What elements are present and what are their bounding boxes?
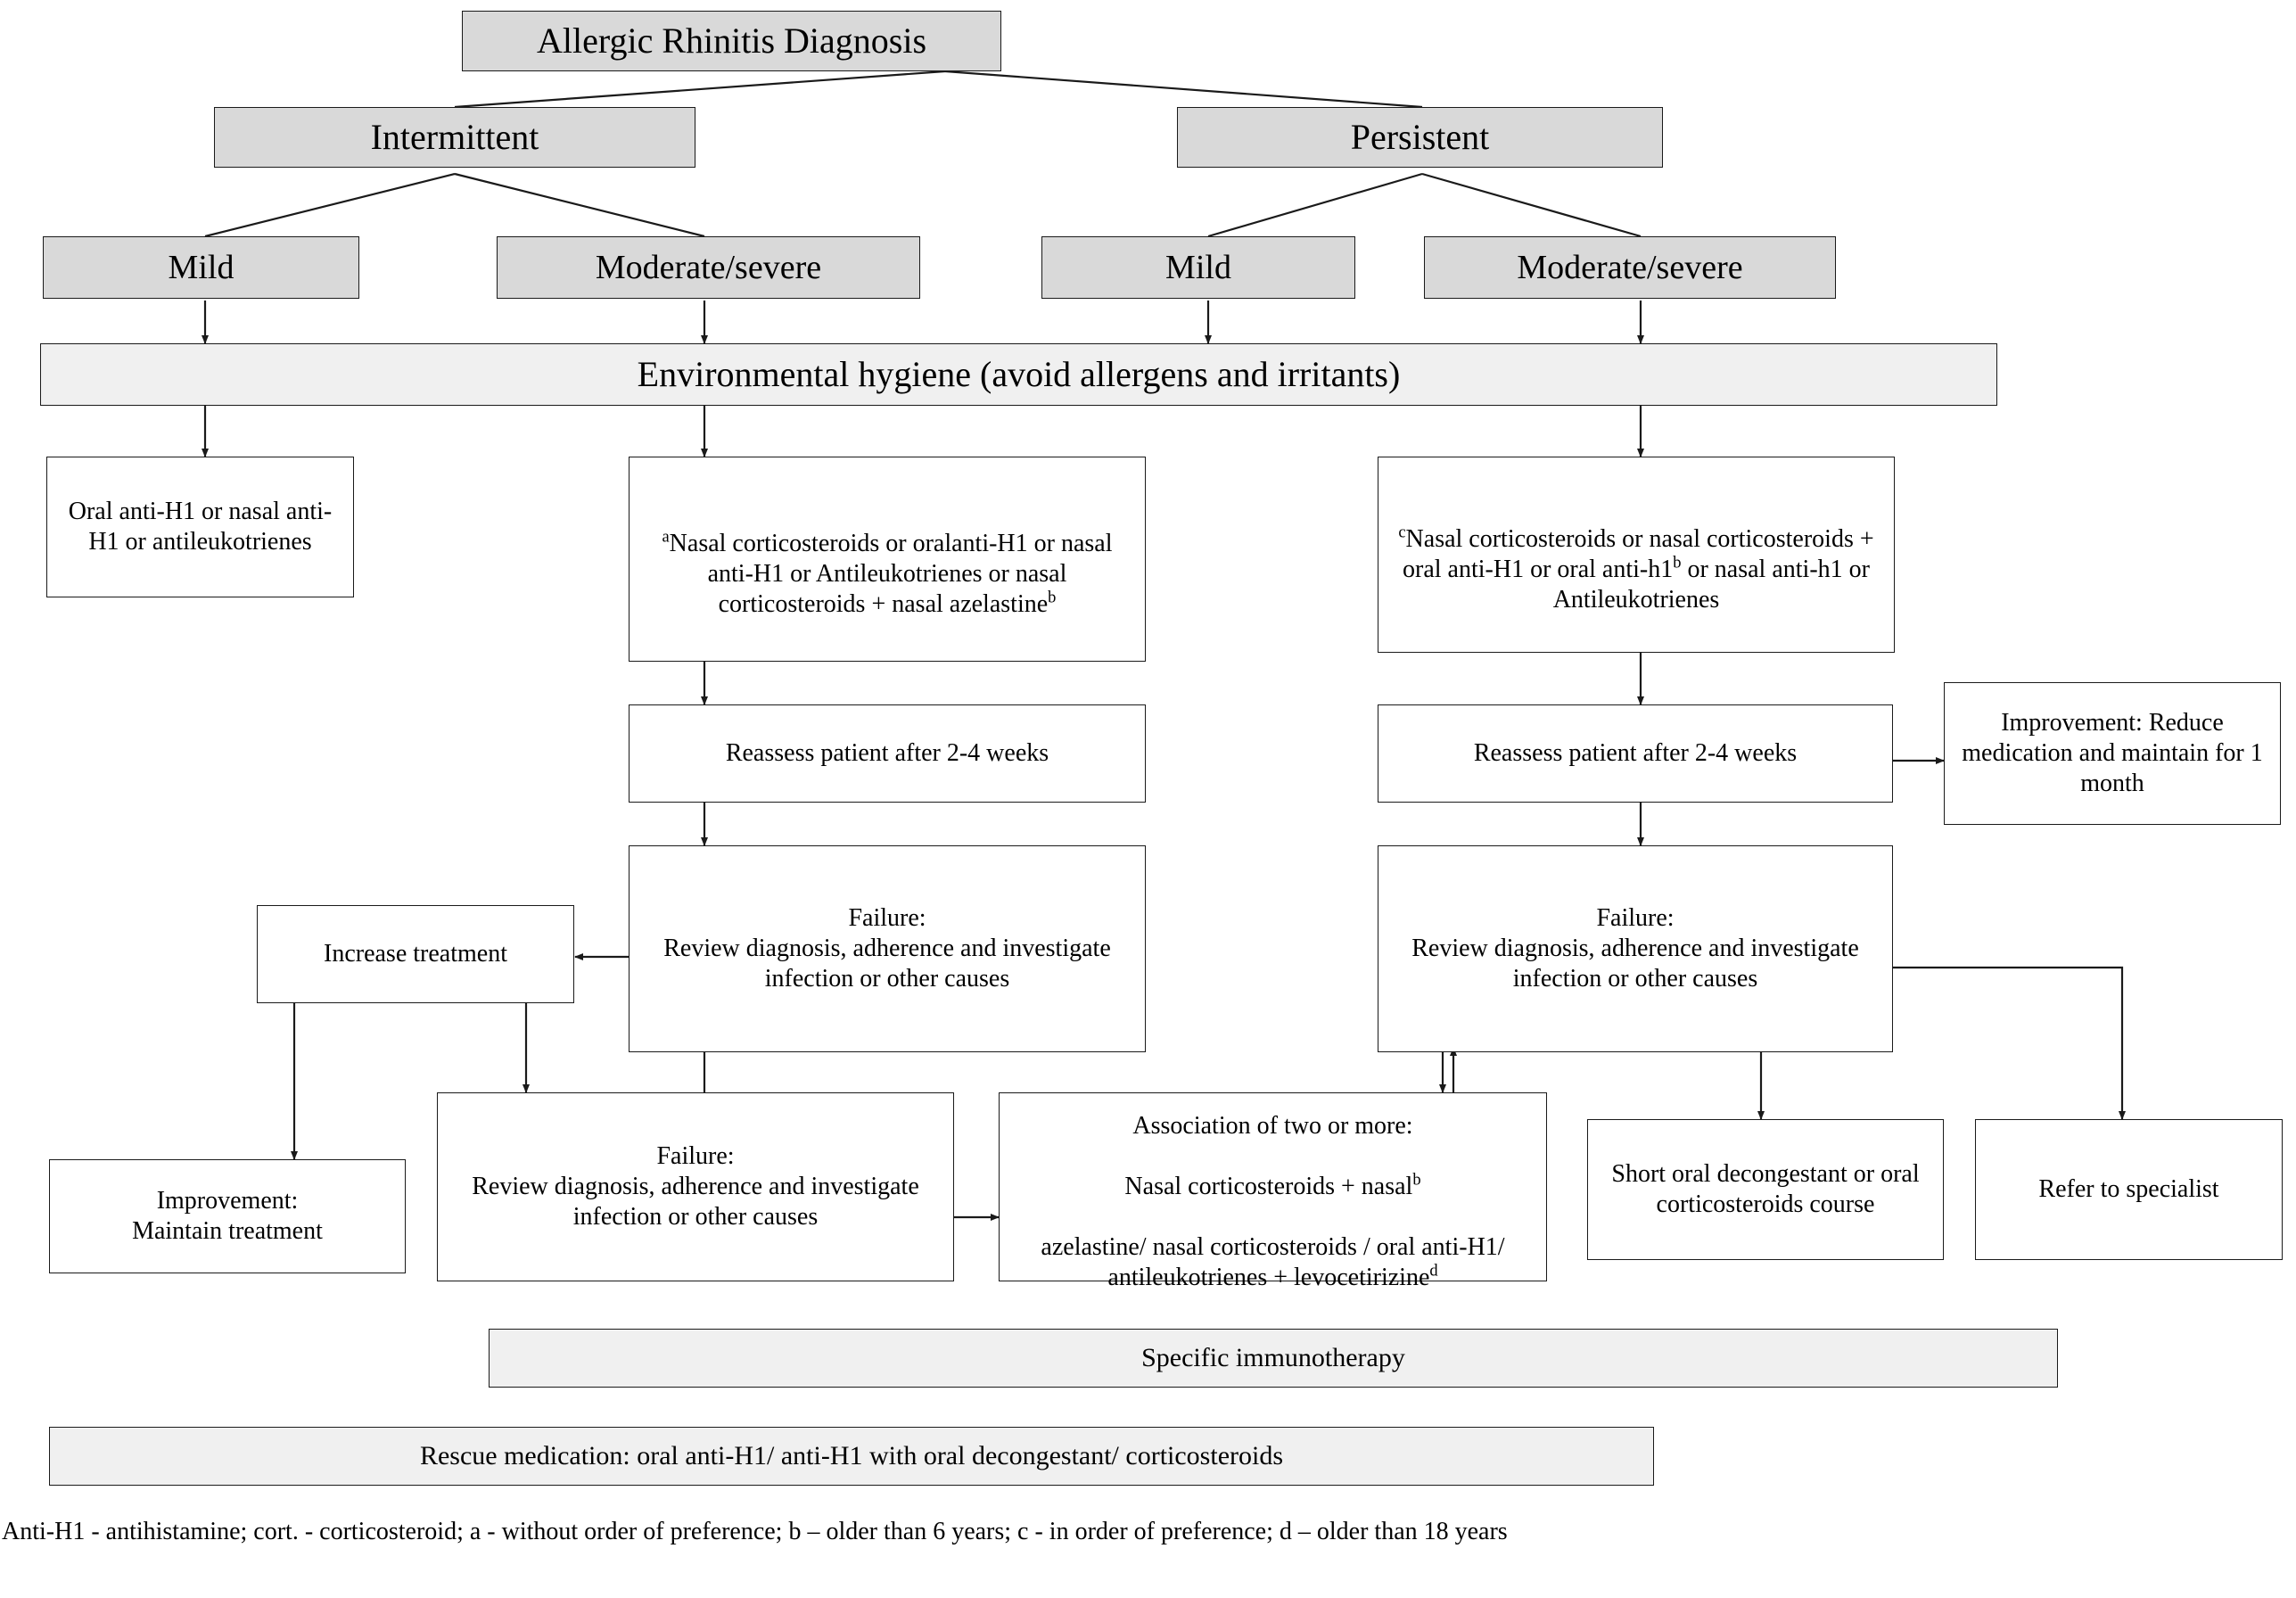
node-reassess-left: Reassess patient after 2-4 weeks [629,704,1146,803]
node-specific-immunotherapy: Specific immunotherapy [489,1329,2058,1388]
node-mild-treatment: Oral anti-H1 or nasal anti-H1 or antileu… [46,457,354,597]
node-refer-specialist: Refer to specialist [1975,1119,2283,1260]
node-failure-left-2: Failure: Review diagnosis, adherence and… [437,1092,954,1281]
persistent-treatment-text-a: Nasal corticosteroids or nasal corticost… [1403,524,1874,583]
node-persistent-treatment: cNasal corticosteroids or nasal corticos… [1378,457,1895,653]
node-failure-left: Failure: Review diagnosis, adherence and… [629,845,1146,1052]
node-short-course: Short oral decongestant or oral corticos… [1587,1119,1944,1260]
node-increase-treatment: Increase treatment [257,905,574,1003]
node-persistent: Persistent [1177,107,1663,168]
node-intermittent: Intermittent [214,107,695,168]
footnote-marker-a: a [662,527,670,546]
node-environmental-hygiene: Environmental hygiene (avoid allergens a… [40,343,1997,406]
figure-footnote: Anti-H1 - antihistamine; cort. - cortico… [2,1518,1508,1545]
association-line-3: azelastine/ nasal corticosteroids / oral… [1041,1233,1505,1292]
node-failure-right: Failure: Review diagnosis, adherence and… [1378,845,1893,1052]
footnote-marker-b: b [1048,588,1057,606]
node-reassess-right: Reassess patient after 2-4 weeks [1378,704,1893,803]
footnote-marker-b3: b [1412,1170,1421,1189]
node-improvement-maintain: Improvement: Maintain treatment [49,1159,406,1273]
node-improvement-reduce: Improvement: Reduce medication and maint… [1944,682,2281,825]
node-persistent-mild: Mild [1041,236,1355,299]
node-intermittent-moderate-severe: Moderate/severe [497,236,920,299]
node-persistent-moderate-severe: Moderate/severe [1424,236,1836,299]
node-intermittent-mild: Mild [43,236,359,299]
footnote-marker-c: c [1398,523,1406,541]
footnote-marker-b2: b [1673,553,1682,572]
node-intermittent-modsev-treatment: aNasal corticosteroids or oralanti-H1 or… [629,457,1146,662]
association-line-2: Nasal corticosteroids + nasal [1124,1172,1413,1200]
node-rescue-medication: Rescue medication: oral anti-H1/ anti-H1… [49,1427,1654,1486]
int-modsev-treatment-text: Nasal corticosteroids or oralanti-H1 or … [669,529,1113,619]
association-line-1: Association of two or more: [1132,1111,1413,1140]
node-association: Association of two or more: Nasal cortic… [999,1092,1547,1291]
footnote-marker-d: d [1429,1262,1438,1281]
persistent-treatment-text-b: or nasal anti-h1 or Antileukotrienes [1552,556,1870,614]
node-root: Allergic Rhinitis Diagnosis [462,11,1001,71]
